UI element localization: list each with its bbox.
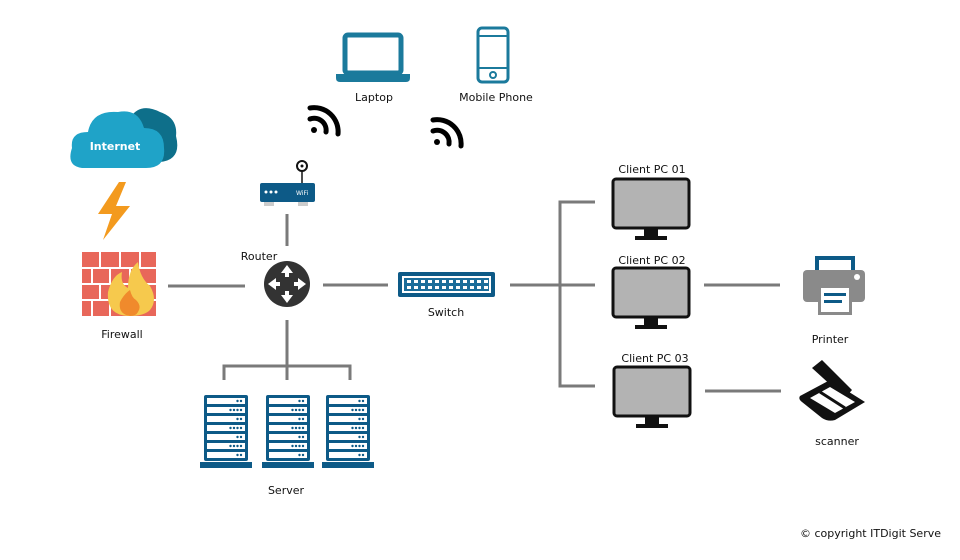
switch-port xyxy=(484,280,488,283)
client-pc-03-label: Client PC 03 xyxy=(621,352,688,365)
mobile-phone-label: Mobile Phone xyxy=(459,91,533,104)
scanner-label: scanner xyxy=(815,435,859,448)
router-label: Router xyxy=(241,250,278,263)
switch-port xyxy=(456,286,460,289)
switch-port xyxy=(463,286,467,289)
wifi-access-point-icon[interactable]: WiFi xyxy=(260,160,315,206)
client-pc-01-label: Client PC 01 xyxy=(618,163,685,176)
switch-port xyxy=(477,286,481,289)
switch-port xyxy=(449,280,453,283)
scanner-icon[interactable] xyxy=(799,360,865,421)
server-rack-icon[interactable] xyxy=(322,395,374,468)
switch-port xyxy=(470,286,474,289)
switch-port xyxy=(449,286,453,289)
link-client-bus xyxy=(558,200,595,388)
wifi-label: WiFi xyxy=(296,190,308,197)
switch-port xyxy=(442,280,446,283)
client-pc-02-icon[interactable] xyxy=(611,266,691,329)
switch-port xyxy=(484,286,488,289)
internet-label: Internet xyxy=(90,140,141,153)
switch-port xyxy=(463,280,467,283)
client-pc-02-label: Client PC 02 xyxy=(618,254,685,267)
switch-port xyxy=(407,280,411,283)
switch-label: Switch xyxy=(428,306,464,319)
switch-port xyxy=(435,286,439,289)
switch-port xyxy=(428,286,432,289)
server-rack-icon[interactable] xyxy=(200,395,252,468)
client-pc-03-icon[interactable] xyxy=(612,365,692,428)
internet-cloud-icon[interactable]: Internet xyxy=(70,108,178,168)
switch-port xyxy=(414,280,418,283)
mobile-phone-icon[interactable] xyxy=(476,26,510,84)
server-rack-icon[interactable] xyxy=(262,395,314,468)
switch-port xyxy=(414,286,418,289)
switch-port xyxy=(421,286,425,289)
laptop-label: Laptop xyxy=(355,91,393,104)
copyright-text: © copyright ITDigit Serve xyxy=(800,527,941,540)
switch-port xyxy=(456,280,460,283)
connections xyxy=(168,200,781,393)
switch-port xyxy=(442,286,446,289)
firewall-icon[interactable] xyxy=(82,252,156,316)
wifi-signal-icon xyxy=(307,105,341,137)
printer-label: Printer xyxy=(812,333,849,346)
switch-port xyxy=(470,280,474,283)
wifi-signal-icon xyxy=(430,117,464,149)
laptop-icon[interactable] xyxy=(336,32,410,82)
firewall-label: Firewall xyxy=(101,328,142,341)
switch-port xyxy=(421,280,425,283)
server-label: Server xyxy=(268,484,305,497)
switch-port xyxy=(435,280,439,283)
switch-port xyxy=(407,286,411,289)
printer-icon[interactable] xyxy=(803,256,865,315)
switch-icon[interactable] xyxy=(398,272,495,297)
lightning-icon xyxy=(98,182,130,240)
switch-port xyxy=(428,280,432,283)
switch-port xyxy=(477,280,481,283)
router-icon[interactable] xyxy=(264,261,310,307)
link-server-bus xyxy=(222,364,352,380)
client-pc-01-icon[interactable] xyxy=(611,177,691,240)
